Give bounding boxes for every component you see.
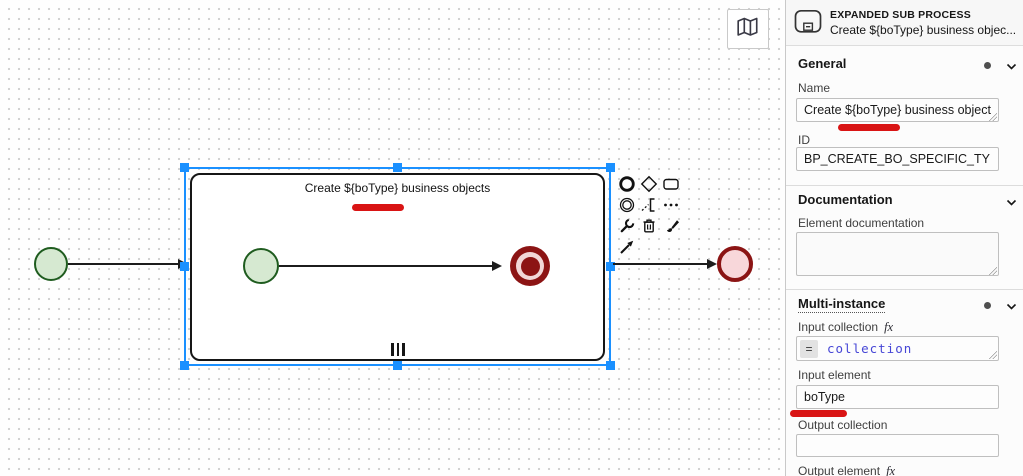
terminate-end-event-core	[520, 256, 540, 276]
append-intermediate-event-icon[interactable]	[616, 194, 638, 215]
name-input[interactable]	[796, 98, 999, 122]
chevron-down-icon[interactable]	[1006, 194, 1017, 212]
resize-handle-w[interactable]	[180, 262, 189, 271]
subprocess-sequence-flow[interactable]	[279, 265, 492, 267]
wrench-change-type-icon[interactable]	[616, 215, 638, 236]
properties-panel-header: EXPANDED SUB PROCESS Create ${boType} bu…	[786, 0, 1023, 46]
properties-panel: EXPANDED SUB PROCESS Create ${boType} bu…	[785, 0, 1023, 476]
resize-handle-s[interactable]	[393, 361, 402, 370]
expanded-subprocess-shape[interactable]: Create ${boType} business objects	[190, 173, 605, 361]
terminate-end-event[interactable]	[510, 246, 550, 286]
group-edited-dot-icon	[984, 302, 991, 309]
element-name-preview: Create ${boType} business objec...	[830, 23, 1017, 37]
group-edited-dot-icon	[984, 62, 991, 69]
sequence-flow-2[interactable]	[613, 263, 707, 265]
start-event[interactable]	[34, 247, 68, 281]
color-brush-icon[interactable]	[660, 215, 682, 236]
parallel-multi-instance-marker-icon	[391, 343, 405, 356]
feel-fx-icon: fx	[884, 320, 894, 334]
resize-grip-icon[interactable]	[989, 351, 997, 359]
resize-grip-icon[interactable]	[989, 267, 997, 275]
trash-delete-icon[interactable]	[638, 215, 660, 236]
chevron-down-icon[interactable]	[1006, 58, 1017, 76]
resize-handle-nw[interactable]	[180, 163, 189, 172]
minimap-toggle-button[interactable]	[727, 9, 769, 49]
resize-grip-icon[interactable]	[989, 113, 997, 121]
append-text-annotation-icon[interactable]	[638, 194, 660, 215]
append-gateway-icon[interactable]	[638, 173, 660, 194]
input-collection-feel-editor[interactable]: = collection	[796, 336, 999, 361]
chevron-down-icon[interactable]	[1006, 298, 1017, 316]
id-field-label: ID	[798, 133, 810, 147]
terminate-end-event-ring	[516, 252, 544, 280]
output-collection-input[interactable]	[796, 434, 999, 457]
subprocess-start-event[interactable]	[243, 248, 279, 284]
input-collection-value[interactable]: collection	[827, 341, 913, 356]
resize-handle-ne[interactable]	[606, 163, 615, 172]
id-input[interactable]	[796, 147, 999, 171]
resize-handle-e[interactable]	[606, 262, 615, 271]
context-pad	[616, 173, 682, 257]
element-documentation-label: Element documentation	[798, 216, 925, 230]
subprocess-title: Create ${boType} business objects	[304, 181, 491, 195]
end-event[interactable]	[717, 246, 753, 282]
group-title-multi-instance[interactable]: Multi-instance	[798, 296, 886, 313]
append-end-event-icon[interactable]	[616, 173, 638, 194]
resize-handle-sw[interactable]	[180, 361, 189, 370]
expanded-subprocess-icon	[794, 9, 822, 40]
feel-fx-icon: fx	[886, 464, 896, 476]
group-title-general[interactable]: General	[798, 56, 847, 71]
output-collection-label: Output collection	[798, 418, 888, 432]
more-options-icon[interactable]	[660, 194, 682, 215]
resize-handle-n[interactable]	[393, 163, 402, 172]
map-icon	[736, 16, 760, 43]
group-title-documentation[interactable]: Documentation	[798, 192, 893, 207]
input-element-input[interactable]	[796, 385, 999, 409]
red-marker-underline-name	[838, 124, 900, 131]
resize-handle-se[interactable]	[606, 361, 615, 370]
connect-tool-icon[interactable]	[616, 236, 638, 257]
element-type-label: EXPANDED SUB PROCESS	[830, 9, 971, 21]
red-marker-underline-title	[352, 204, 404, 211]
input-element-label: Input element	[798, 368, 871, 382]
sequence-flow-1[interactable]	[68, 263, 178, 265]
group-divider	[786, 185, 1023, 186]
subprocess-flow-arrowhead	[492, 261, 502, 271]
name-field-label: Name	[798, 81, 831, 95]
feel-equals-prefix: =	[800, 340, 818, 358]
group-divider	[786, 289, 1023, 290]
sequence-flow-2-arrowhead	[707, 259, 717, 269]
element-documentation-textarea[interactable]	[796, 232, 999, 276]
append-task-icon[interactable]	[660, 173, 682, 194]
diagram-canvas[interactable]: Create ${boType} business objects	[0, 0, 785, 476]
red-marker-underline-botype	[790, 410, 847, 417]
